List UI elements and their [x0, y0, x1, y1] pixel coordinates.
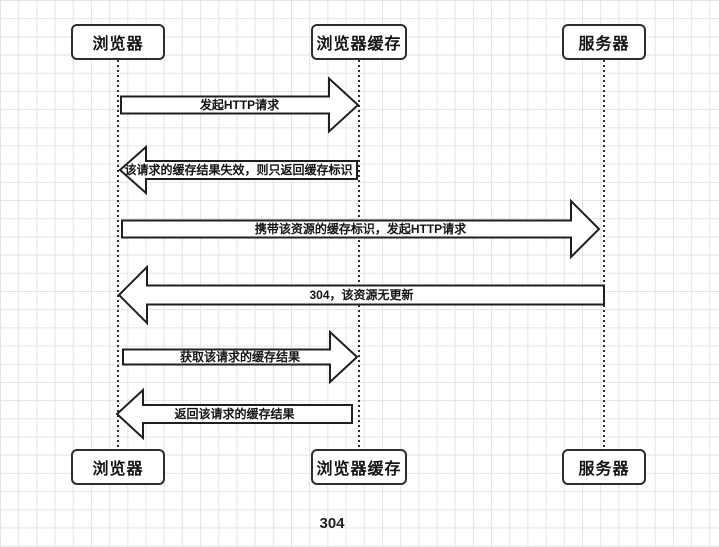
- message-label-5: 获取该请求的缓存结果: [179, 350, 300, 364]
- actor-box-bottom-server: 服务器: [562, 449, 646, 485]
- actor-box-bottom-browser: 浏览器: [71, 449, 165, 485]
- actor-box-top-server: 服务器: [562, 24, 646, 60]
- message-arrow-3-browser-to-server: [121, 198, 601, 260]
- actor-box-bottom-browser-cache: 浏览器缓存: [311, 449, 407, 485]
- message-label-1: 发起HTTP请求: [199, 98, 280, 112]
- message-label-2: 该请求的缓存结果失效，则只返回缓存标识: [124, 163, 353, 177]
- message-arrow-2-browser-cache-to-browser: [118, 144, 358, 196]
- message-arrow-1-browser-to-browser-cache: [120, 76, 360, 134]
- message-label-3: 携带该资源的缓存标识，发起HTTP请求: [254, 222, 467, 236]
- message-label-4: 304，该资源无更新: [309, 288, 414, 302]
- message-label-6: 返回该请求的缓存结果: [174, 407, 295, 421]
- message-arrow-5-browser-to-browser-cache: [122, 329, 359, 385]
- actor-box-top-browser-cache: 浏览器缓存: [311, 24, 407, 60]
- message-arrow-4-server-to-browser: [117, 264, 605, 326]
- diagram-caption: 304: [319, 515, 345, 532]
- message-arrow-6-browser-cache-to-browser: [115, 387, 353, 441]
- actor-box-top-browser: 浏览器: [71, 24, 165, 60]
